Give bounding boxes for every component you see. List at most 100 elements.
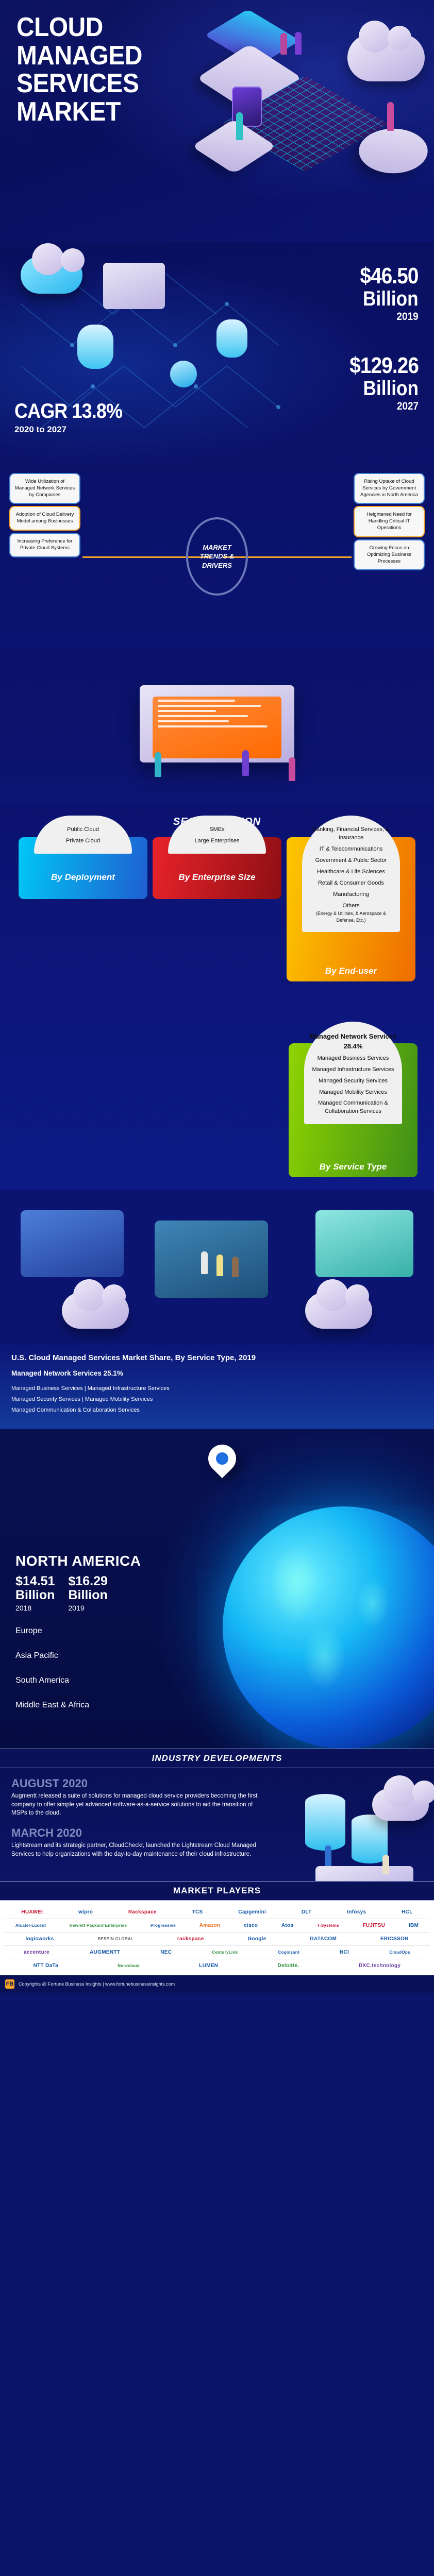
segment-item: Managed Communication & Collaboration Se… [318, 1100, 388, 1115]
stat-2019-value: $46.50 [360, 263, 419, 289]
segment-bubble-service-type: Managed Network Services 28.4% Managed B… [304, 1022, 402, 1125]
segment-item: Banking, Financial Services, & Insurance [312, 826, 390, 841]
player-logo: wipro [78, 1909, 93, 1916]
drivers-hub-label: MARKET TRENDS & DRIVERS [199, 543, 235, 569]
title-line-2: MANAGED [16, 40, 142, 71]
segment-label-service-type: By Service Type [319, 1162, 387, 1172]
hero-section: CLOUD MANAGED SERVICES MARKET [0, 0, 434, 242]
segment-item: SMEs [209, 826, 225, 833]
player-logo: CenturyLink [212, 1950, 238, 1955]
region-2019-unit: Billion [68, 1588, 108, 1603]
footer-copyright: Copyrights @ Fortune Business Insights |… [19, 1981, 175, 1987]
cagr-period: 2020 to 2027 [14, 425, 67, 434]
cagr-block: CAGR 13.8% 2020 to 2027 [14, 400, 134, 435]
region-heading: NORTH AMERICA [15, 1552, 141, 1569]
segment-label-enterprise-size: By Enterprise Size [178, 872, 256, 882]
driver-card: Rising Uptake of Cloud Services by Gover… [356, 475, 423, 502]
regional-content: NORTH AMERICA $14.51 Billion 2018 $16.29… [0, 1429, 434, 1710]
driver-card: Wide Utilization of Managed Network Serv… [11, 475, 78, 502]
player-logo: BESPIN GLOBAL [97, 1937, 134, 1942]
player-logo: LUMEN [199, 1963, 219, 1969]
hub-connector-left [82, 556, 211, 558]
players-row: accenture AUGMENTT NEC CenturyLink Cogni… [4, 1946, 430, 1960]
segmentation-row-1: Public Cloud Private Cloud By Deployment… [0, 816, 434, 981]
region-2019-year: 2019 [68, 1603, 85, 1612]
player-logo: Infosys [347, 1909, 366, 1916]
player-logo: CloudOps [389, 1950, 410, 1955]
segment-bubble-deployment: Public Cloud Private Cloud [34, 816, 132, 854]
us-market-share-block: U.S. Cloud Managed Services Market Share… [0, 1344, 434, 1429]
industry-item-date: MARCH 2020 [11, 1826, 82, 1839]
industry-illustration [295, 1775, 434, 1882]
segment-item: Managed Business Services [317, 1055, 389, 1061]
player-logo: Capgemini [238, 1909, 266, 1916]
region-list-item: Europe [15, 1626, 42, 1635]
segment-item: Managed Mobility Services [319, 1089, 387, 1095]
industry-item-body: Lightstream and its strategic partner, C… [11, 1842, 256, 1857]
drivers-right-column: Rising Uptake of Cloud Services by Gover… [356, 475, 423, 574]
regional-section: NORTH AMERICA $14.51 Billion 2018 $16.29… [0, 1429, 434, 1749]
market-drivers-section: Wide Utilization of Managed Network Serv… [0, 464, 434, 649]
segment-label-deployment: By Deployment [51, 872, 115, 882]
segment-item: Government & Public Sector [315, 857, 387, 863]
us-service-line-3: Managed Communication & Collaboration Se… [11, 1406, 140, 1413]
players-row: Alcatel-Lucent Hewlett Packard Enterpris… [4, 1919, 430, 1933]
segment-label-end-user: By End-user [325, 966, 377, 976]
stat-2019-unit: Billion [363, 287, 419, 310]
segmentation-row-2: Managed Network Services 28.4% Managed B… [0, 1022, 434, 1177]
industry-developments-section: AUGUST 2020 Augmentt released a suite of… [0, 1768, 434, 1882]
player-logo: TCS [192, 1909, 203, 1916]
player-logo: AUGMENTT [90, 1950, 121, 1956]
industry-item-body: Augmentt released a suite of solutions f… [11, 1792, 258, 1817]
player-logo: NCI [339, 1950, 349, 1956]
player-logo: NEC [160, 1950, 172, 1956]
player-logo: HCL [402, 1909, 413, 1916]
industry-item: AUGUST 2020 Augmentt released a suite of… [0, 1777, 269, 1818]
region-figures: $14.51 Billion 2018 $16.29 Billion 2019 [15, 1574, 434, 1612]
region-figure-2018: $14.51 Billion 2018 [15, 1574, 55, 1612]
segment-group-end-user: Banking, Financial Services, & Insurance… [287, 816, 415, 981]
player-logo: Progressive [150, 1923, 176, 1928]
market-players-heading: MARKET PLAYERS [0, 1881, 434, 1901]
segment-item: Large Enterprises [194, 837, 240, 844]
page-title: CLOUD MANAGED SERVICES MARKET [16, 13, 187, 126]
player-logo: T-Systems [317, 1923, 339, 1928]
players-row: NTT DaTa Nordcloud LUMEN Deloitte. DXC.t… [4, 1959, 430, 1972]
player-logo: Google [247, 1936, 266, 1942]
region-list-item: Asia Pacific [15, 1651, 58, 1660]
player-logo: rackspace [177, 1936, 204, 1942]
stat-2027-year: 2027 [396, 400, 419, 412]
player-logo: Rackspace [128, 1909, 157, 1916]
segment-highlight-service-type: Managed Network Services 28.4% [309, 1032, 397, 1050]
title-line-4: MARKET [16, 96, 121, 127]
player-logo: DLT [301, 1909, 312, 1916]
industry-item: MARCH 2020 Lightstream and its strategic… [0, 1826, 269, 1859]
datacenter-illustration-band [0, 1190, 434, 1344]
stat-2019-year: 2019 [396, 310, 419, 323]
segment-item: Managed Infrastructure Services [312, 1066, 394, 1073]
driver-card: Growing Focus on Optimizing Business Pro… [356, 541, 423, 569]
us-service-line-1: Managed Business Services | Managed Infr… [11, 1385, 170, 1392]
player-logo: logicworks [25, 1936, 54, 1942]
stat-2027: $129.26 Billion 2027 [340, 354, 419, 413]
drivers-hub: MARKET TRENDS & DRIVERS [186, 517, 248, 596]
segment-group-deployment: Public Cloud Private Cloud By Deployment [19, 816, 147, 899]
player-logo: FUJITSU [362, 1923, 386, 1929]
hero-isometric-illustration [191, 0, 434, 185]
market-players-section: HUAWEI wipro Rackspace TCS Capgemini DLT… [0, 1901, 434, 1976]
player-logo: Deloitte. [277, 1963, 299, 1969]
player-logo: HUAWEI [21, 1909, 43, 1916]
title-line-3: SERVICES [16, 69, 139, 99]
player-logo: Amazon [199, 1923, 221, 1929]
region-list: Europe Asia Pacific South America Middle… [15, 1626, 434, 1710]
industry-item-date: AUGUST 2020 [11, 1776, 88, 1790]
segment-item: Healthcare & Life Sciences [316, 868, 386, 875]
industry-developments-heading: INDUSTRY DEVELOPMENTS [0, 1748, 434, 1768]
laptop-illustration-band [0, 649, 434, 804]
us-market-share-leader: Managed Network Services 25.1% [11, 1369, 123, 1377]
driver-card: Adoption of Cloud Delivery Model among B… [11, 508, 78, 529]
player-logo: DXC.technology [358, 1963, 401, 1969]
laptop-illustration [140, 685, 294, 762]
player-logo: Hewlett Packard Enterprise [69, 1923, 127, 1928]
region-2018-year: 2018 [15, 1603, 32, 1612]
